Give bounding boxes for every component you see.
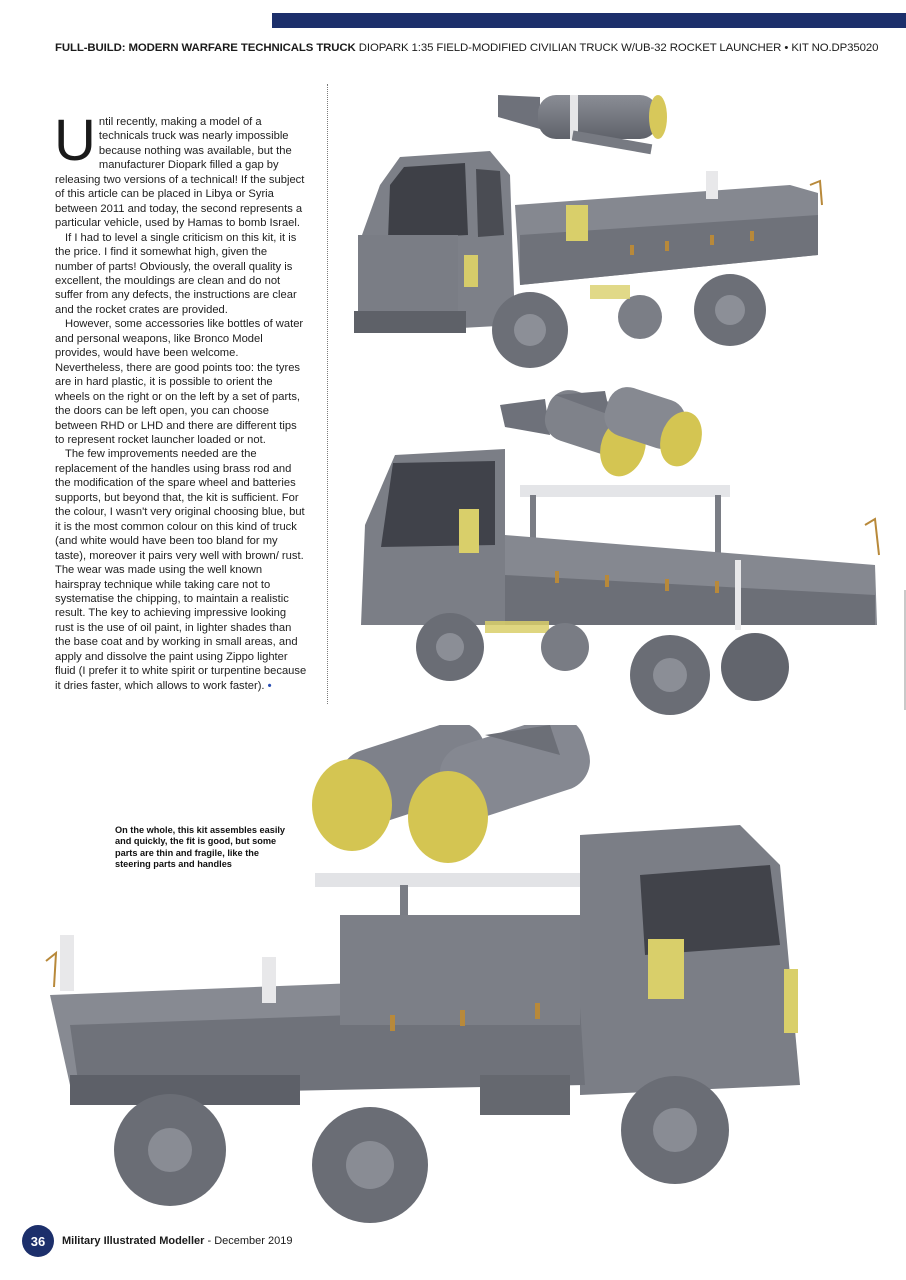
header-title-rest: DIOPARK 1:35 FIELD-MODIFIED CIVILIAN TRU… bbox=[355, 42, 879, 54]
page-edge-mark bbox=[904, 590, 906, 710]
magazine-name: Military Illustrated Modeller bbox=[62, 1235, 205, 1247]
page-number-badge: 36 bbox=[22, 1225, 54, 1257]
article-paragraph-3: However, some accessories like bottles o… bbox=[55, 318, 304, 446]
photo-caption: On the whole, this kit assembles easily … bbox=[115, 825, 286, 870]
drop-cap: U bbox=[54, 108, 96, 173]
rocket-pod bbox=[498, 95, 667, 155]
photo-truck-front-left bbox=[354, 95, 823, 368]
article-paragraph-4: The few improvements needed are the repl… bbox=[55, 448, 307, 692]
top-banner-band bbox=[272, 13, 906, 28]
column-divider bbox=[327, 84, 328, 704]
photo-truck-rear-left bbox=[45, 725, 800, 1223]
issue-date: - December 2019 bbox=[204, 1235, 293, 1247]
publication-line: Military Illustrated Modeller - December… bbox=[62, 1235, 292, 1247]
article-paragraph-2: If I had to level a single criticism on … bbox=[55, 231, 297, 316]
header-title-bold: FULL-BUILD: MODERN WARFARE TECHNICALS TR… bbox=[55, 42, 356, 54]
rocket-pods bbox=[500, 387, 730, 575]
end-mark: • bbox=[267, 679, 272, 692]
page-footer: 36 Military Illustrated Modeller - Decem… bbox=[22, 1225, 292, 1257]
photo-truck-side-right bbox=[361, 387, 880, 715]
top-banner bbox=[0, 0, 906, 28]
page-header: FULL-BUILD: MODERN WARFARE TECHNICALS TR… bbox=[55, 42, 895, 54]
